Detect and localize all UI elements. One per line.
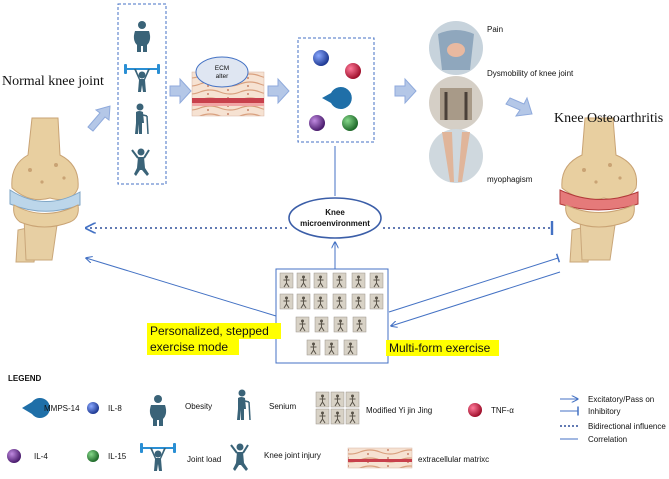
legend-il15-icon [87, 450, 99, 462]
il15-molecule [342, 115, 358, 131]
block-arrow-5 [505, 96, 533, 117]
legend-il8-icon [87, 402, 99, 414]
il4-molecule [309, 115, 325, 131]
legend-knee-injury-icon [230, 442, 249, 472]
legend-il8-label: IL-8 [108, 404, 122, 413]
svg-text:Knee: Knee [325, 208, 345, 217]
legend-yijinjing-icon [315, 391, 360, 425]
svg-text:alter: alter [216, 73, 229, 80]
legend-joint-load-icon [140, 443, 176, 471]
multiform-exercise-label: Multi-form exercise [389, 341, 491, 355]
dysmobility-photo [429, 76, 483, 130]
legend-il4-icon [7, 449, 21, 463]
svg-text:microenvironment: microenvironment [300, 219, 370, 228]
personalized-exercise-label: Personalized, stepped [150, 324, 269, 338]
senium-icon [134, 102, 149, 135]
legend-obesity-label: Obesity [185, 402, 212, 411]
legend-yijinjing-label: Modified Yi jin Jing [366, 406, 432, 415]
obesity-icon [133, 21, 151, 52]
legend-correlation-label: Correlation [588, 435, 627, 444]
pain-label: Pain [487, 25, 503, 34]
oa-knee-illustration [559, 117, 639, 263]
block-arrow-1 [87, 105, 111, 132]
ecm-alter-badge: ECM alter [195, 56, 249, 88]
legend-mmps14-label: MMPS-14 [44, 404, 80, 413]
normal-knee-label: Normal knee joint [2, 74, 104, 89]
legend-bidirectional-label: Bidirectional influence [588, 422, 666, 431]
inhibitory-line-to-oa [388, 253, 561, 313]
legend-excitatory-label: Excitatory/Pass on [588, 395, 654, 404]
joint-load-icon [124, 64, 160, 92]
mmps14-molecule [322, 87, 352, 110]
myophagism-photo [429, 129, 483, 183]
correlation-arrow-to-normal [86, 258, 277, 317]
knee-oa-label: Knee Osteoarthritis [554, 111, 663, 126]
risk-factors-box [117, 3, 167, 185]
legend-inhibitory-label: Inhibitory [588, 407, 620, 416]
tnfa-molecule [345, 63, 361, 79]
myophagism-label: myophagism [487, 175, 533, 184]
il8-molecule [313, 50, 329, 66]
block-arrow-4 [394, 77, 417, 105]
legend-tnfa-label: TNF-α [491, 406, 514, 415]
normal-knee-illustration [9, 117, 81, 263]
dysmobility-label: Dysmobility of knee joint [487, 69, 574, 78]
legend-knee-injury-label: Knee joint injury [264, 451, 321, 460]
legend-il15-label: IL-15 [108, 452, 127, 461]
legend-senium-label: Senium [269, 402, 296, 411]
svg-text:ECM: ECM [215, 65, 229, 72]
block-arrow-3 [267, 77, 290, 105]
cytokines-box [297, 37, 375, 143]
personalized-exercise-label-2: exercise mode [150, 340, 228, 354]
legend-obesity-icon [149, 395, 167, 426]
legend-mmps14-icon [22, 398, 50, 418]
legend-il4-label: IL-4 [34, 452, 48, 461]
legend-ecm-icon [347, 447, 413, 469]
legend-ecm-label: extracellular matrixc [418, 455, 489, 464]
legend-title: LEGEND [8, 374, 42, 383]
legend-senium-icon [236, 388, 251, 421]
microenvironment-node [288, 197, 382, 239]
legend-joint-load-label: Joint load [187, 455, 221, 464]
excitatory-arrow-to-exercise [391, 271, 561, 326]
legend-tnfa-icon [468, 403, 482, 417]
pain-photo [429, 21, 483, 75]
block-arrow-2 [169, 77, 192, 105]
knee-injury-icon [131, 147, 150, 177]
